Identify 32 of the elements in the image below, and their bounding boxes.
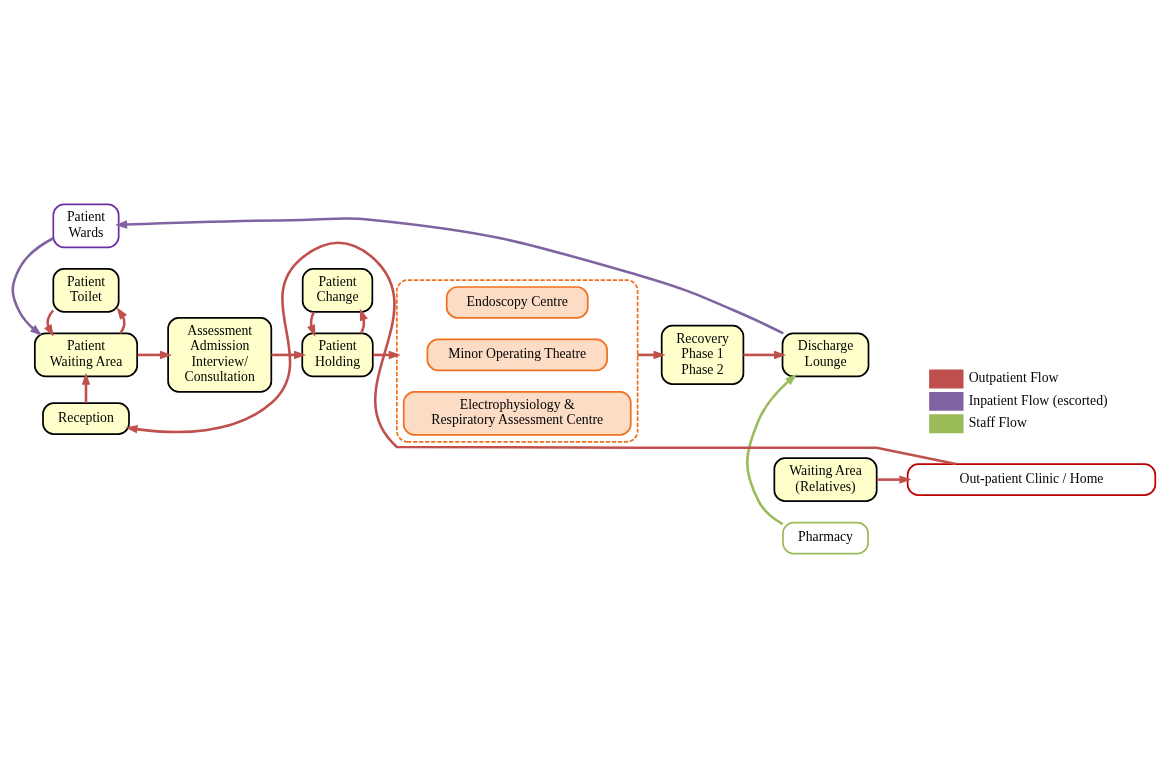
node-box: Patient Wards [52, 203, 120, 249]
arrow [116, 307, 128, 334]
legend-label: Staff Flow [968, 414, 1027, 430]
node-box: Reception [42, 402, 130, 435]
node-box: Patient Waiting Area [33, 332, 138, 378]
cluster [396, 279, 639, 443]
legend-label: Outpatient Flow [968, 370, 1059, 386]
arrow [271, 350, 307, 360]
arrow [137, 350, 173, 360]
node-box: Patient Holding [301, 332, 374, 378]
node-box: Patient Toilet [52, 268, 120, 313]
node-box: Endoscopy Centre [445, 286, 589, 319]
node-box: Discharge Lounge [781, 332, 870, 378]
arrow [44, 309, 55, 337]
arrow [359, 308, 368, 334]
arrow [125, 241, 957, 466]
node-box: Out-patient Clinic / Home [906, 463, 1157, 496]
node-box: Patient Change [301, 268, 374, 313]
node-box: Electrophysiology & Respiratory Assessment Centre [402, 391, 632, 436]
arrow [11, 237, 54, 336]
node-box: Assessment Admission Interview/ Consultation [167, 317, 273, 393]
arrow [115, 217, 784, 335]
arrow [81, 372, 91, 403]
legend-label: Inpatient Flow (escorted) [968, 392, 1108, 408]
arrow [307, 311, 316, 337]
node-box: Pharmacy [782, 521, 869, 555]
arrow [743, 350, 787, 360]
arrow [746, 373, 797, 526]
node-box: Waiting Area (Relatives) [773, 457, 878, 502]
arrow [876, 475, 912, 484]
node-box: Minor Operating Theatre [426, 338, 608, 372]
node-box: Recovery Phase 1 Phase 2 [660, 324, 745, 386]
